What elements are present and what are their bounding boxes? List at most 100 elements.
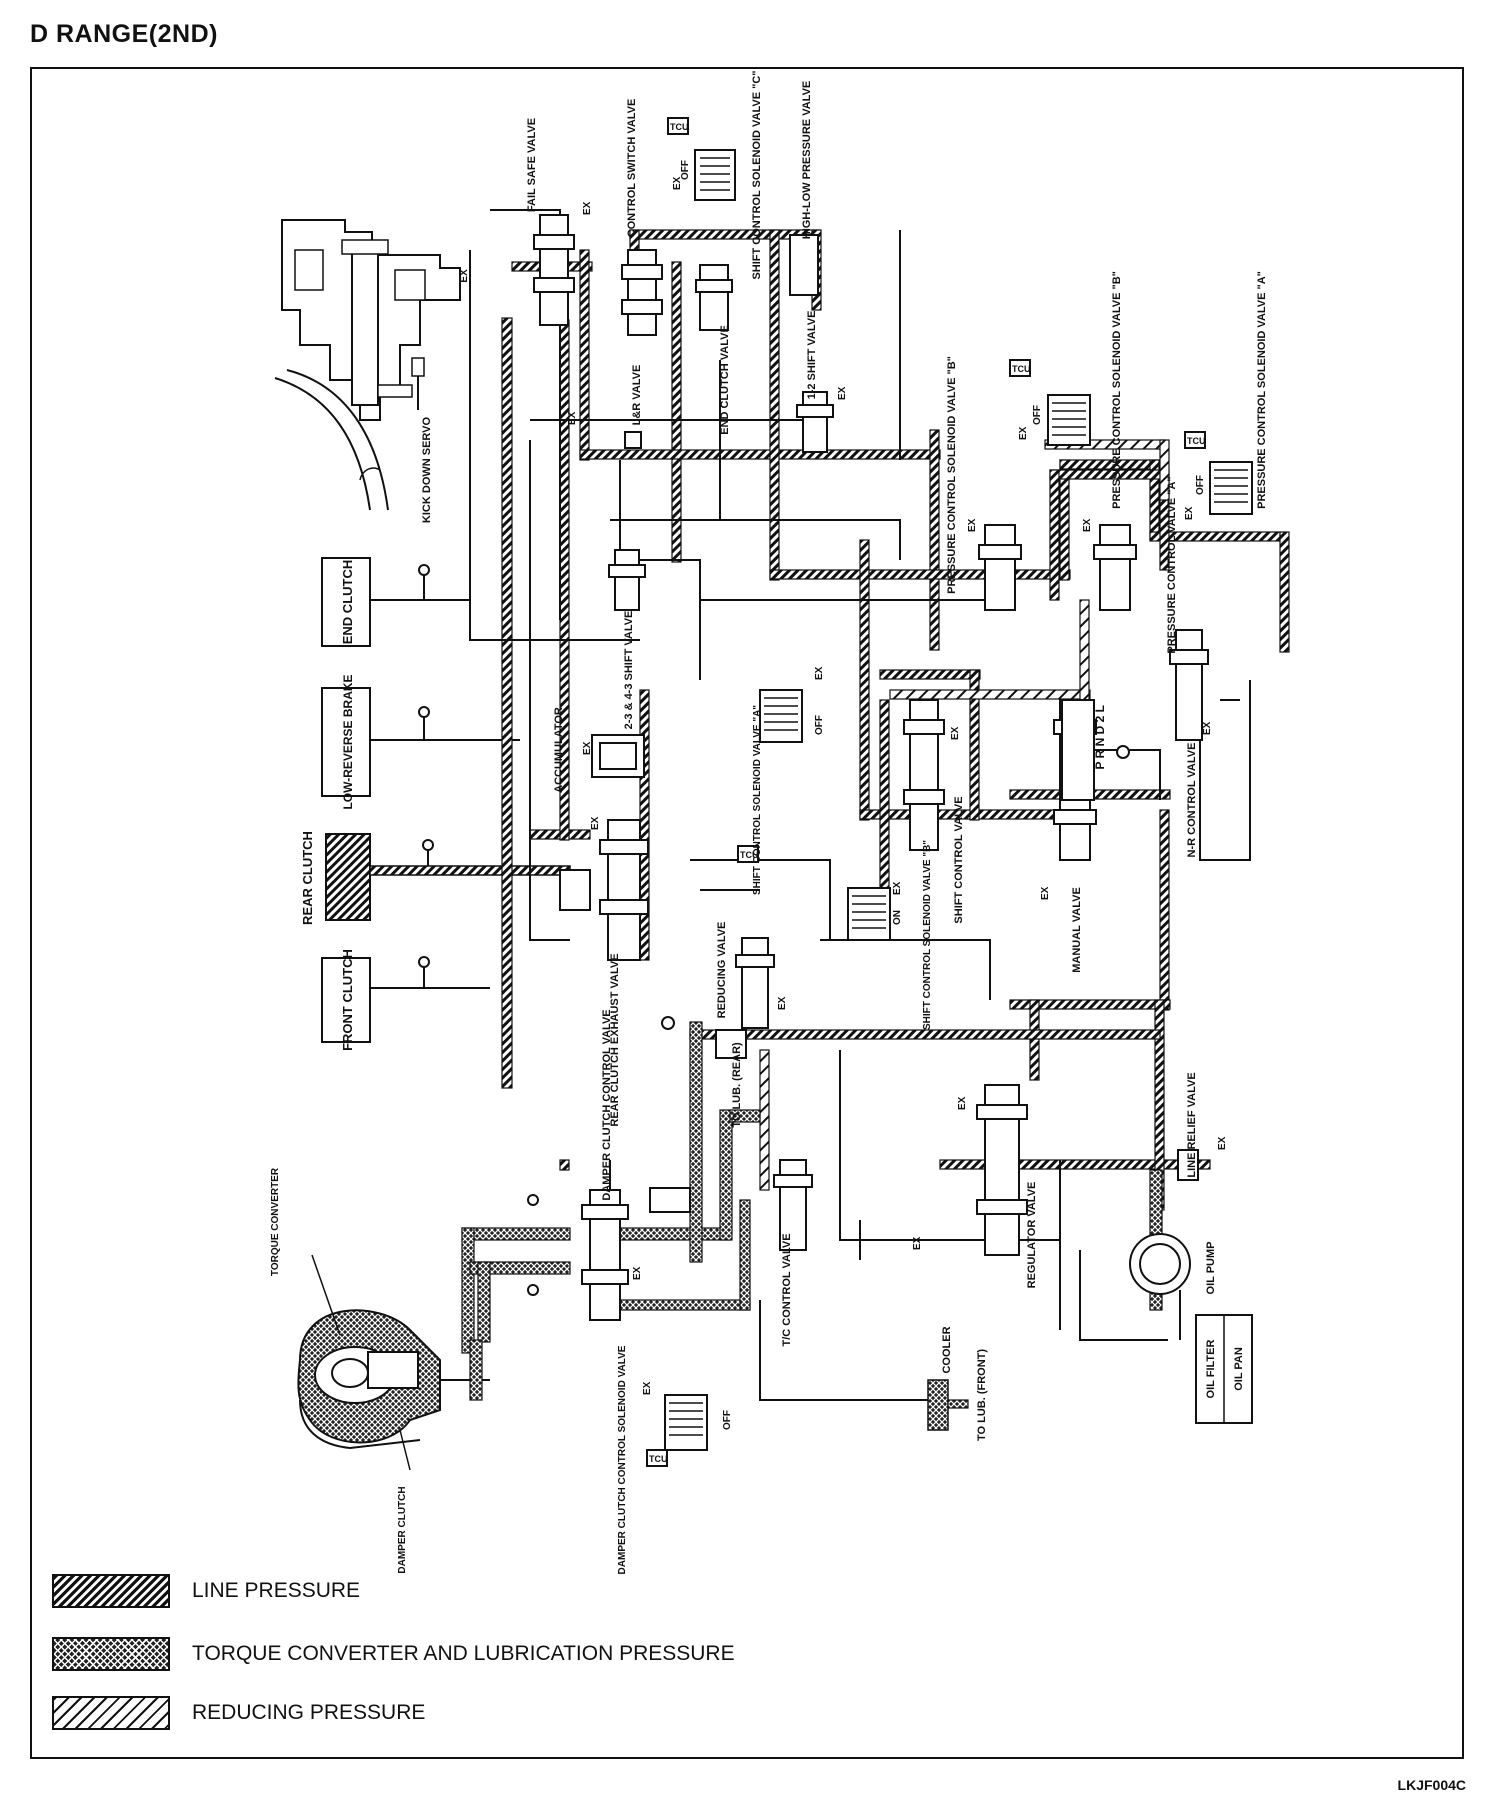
ex-tag: EX	[967, 518, 978, 532]
line-relief-valve-body	[1177, 1149, 1199, 1181]
nr-control-valve-label: N-R CONTROL VALVE	[1186, 743, 1198, 858]
kick-down-servo: KICK DOWN SERVO EX	[274, 219, 470, 523]
solenoid-pressure-a	[1184, 431, 1253, 515]
end-clutch-box: END CLUTCH	[321, 557, 470, 647]
solenoids	[646, 117, 1253, 1467]
low-reverse-brake-box: LOW-REVERSE BRAKE	[321, 674, 520, 810]
control-switch-valve-label: CONTROL SWITCH VALVE	[626, 99, 638, 238]
cooler: COOLER TO LUB. (FRONT)	[927, 1326, 988, 1441]
rear-clutch-label: REAR CLUTCH	[300, 831, 315, 925]
component-labels: FAIL SAFE VALVE CONTROL SWITCH VALVE SHI…	[526, 70, 1268, 1574]
legend-swatch-tc	[52, 1637, 170, 1671]
low-reverse-brake-label: LOW-REVERSE BRAKE	[341, 674, 355, 809]
oil-filter-label: OIL FILTER	[1205, 1340, 1217, 1399]
ex-tag: EX	[582, 741, 593, 755]
off-tag: OFF	[1032, 405, 1043, 425]
tc-lubrication-circuits	[461, 1021, 1163, 1354]
to-lub-rear-label: TO LUB. (REAR)	[731, 1042, 743, 1128]
tcu-tag: TCU	[649, 1454, 668, 1464]
pressure-control-valve-b-body	[984, 524, 1016, 611]
pressure-control-valve-b-label: PRESSURE CONTROL SOLENOID VALVE "B"	[946, 356, 958, 594]
ex-tag: EX	[814, 666, 825, 680]
ex-tag: EX	[1040, 886, 1051, 900]
pressure-control-valve-a-body	[1099, 524, 1131, 611]
shift-valve-12-label: 1-2 SHIFT VALVE	[806, 311, 818, 400]
control-switch-valve-body	[627, 249, 657, 336]
shift-valve-23-label: 2-3 & 4-3 SHIFT VALVE	[623, 611, 635, 730]
figure-code: LKJF004C	[1397, 1777, 1466, 1793]
accumulator-label: ACCUMULATOR	[553, 707, 565, 793]
prnd-indicator: P R N D 2 L	[1061, 699, 1107, 801]
oil-filter-pan: OIL FILTER OIL PAN	[1195, 1314, 1253, 1424]
shift-valve-12-body	[802, 391, 828, 453]
ex-tag: EX	[912, 1236, 923, 1250]
ex-tag: EX	[777, 996, 788, 1010]
kick-down-servo-label: KICK DOWN SERVO	[421, 416, 433, 523]
nr-control-valve-body	[1175, 629, 1203, 741]
signal-lines	[469, 209, 1251, 1401]
ex-tag: EX	[590, 816, 601, 830]
ex-tag: EX	[1018, 426, 1029, 440]
oil-pump: OIL PUMP	[1129, 1233, 1217, 1295]
lr-valve-label: L&R VALVE	[631, 365, 643, 426]
solenoid-shift-b	[847, 887, 891, 941]
pressure-solenoid-a-label: PRESSURE CONTROL SOLENOID VALVE "A"	[1256, 271, 1268, 509]
end-clutch-label: END CLUTCH	[340, 560, 355, 645]
pressure-ports	[527, 745, 1130, 1296]
valve-bodies	[533, 214, 1209, 1321]
prnd-label: P R N D 2 L	[1093, 705, 1107, 769]
front-clutch-label: FRONT CLUTCH	[340, 949, 355, 1051]
reducing-valve-label: REDUCING VALVE	[716, 922, 728, 1019]
manual-valve-label: MANUAL VALVE	[1071, 887, 1083, 973]
off-tag: OFF	[722, 1410, 733, 1430]
ex-tag: EX	[950, 726, 961, 740]
damper-solenoid-label: DAMPER CLUTCH CONTROL SOLENOID VALVE	[617, 1345, 628, 1574]
reducing-valve-body	[741, 937, 769, 1029]
tags: TCU TCU TCU TCU TCU OFF OFF OFF OFF OFF …	[567, 122, 1228, 1464]
solenoid-damper	[646, 1394, 708, 1467]
legend-swatch-line	[52, 1574, 170, 1608]
oil-pan-label: OIL PAN	[1233, 1347, 1245, 1391]
ex-tag: EX	[582, 201, 593, 215]
tcu-tag: TCU	[1187, 436, 1206, 446]
legend-line-pressure: LINE PRESSURE	[52, 1572, 360, 1610]
solenoid-shift-a	[737, 689, 803, 863]
shift-solenoid-b-label: SHIFT CONTROL SOLENOID VALVE "B"	[922, 840, 933, 1030]
legend-label: REDUCING PRESSURE	[192, 1701, 426, 1724]
ex-tag: EX	[459, 269, 470, 283]
solenoid-c	[667, 117, 736, 201]
tcu-tag: TCU	[1012, 364, 1031, 374]
high-low-valve-body	[789, 234, 819, 296]
front-clutch-box: FRONT CLUTCH	[321, 949, 490, 1051]
pressure-control-valve-a-label: PRESSURE CONTROL VALVE "A"	[1166, 476, 1178, 653]
lr-valve-body	[624, 431, 642, 449]
ex-tag: EX	[1184, 506, 1195, 520]
ex-tag: EX	[837, 386, 848, 400]
tcu-tag: TCU	[740, 850, 759, 860]
ex-tag: EX	[672, 176, 683, 190]
fail-safe-valve-body	[539, 214, 569, 326]
oil-pump-label: OIL PUMP	[1205, 1242, 1217, 1295]
regulator-valve-label: REGULATOR VALVE	[1026, 1182, 1038, 1289]
ex-tag: EX	[632, 1266, 643, 1280]
pressure-solenoid-b-label: PRESSURE CONTROL SOLENOID VALVE "B"	[1111, 271, 1123, 509]
rear-clutch-box: REAR CLUTCH	[300, 831, 571, 925]
high-low-label: HIGH-LOW PRESSURE VALVE	[801, 81, 813, 240]
fail-safe-valve-label: FAIL SAFE VALVE	[526, 118, 538, 212]
torque-converter: TORQUE CONVERTER DAMPER CLUTCH	[270, 1167, 490, 1574]
ex-tag: EX	[642, 1381, 653, 1395]
legend-label: TORQUE CONVERTER AND LUBRICATION PRESSUR…	[192, 1642, 735, 1665]
shift-valve-23-body	[614, 549, 640, 611]
solenoid-pressure-b	[1009, 359, 1091, 446]
cooler-label: COOLER	[941, 1326, 953, 1373]
legend-reducing-pressure: REDUCING PRESSURE	[52, 1694, 425, 1732]
legend-tc-lubrication: TORQUE CONVERTER AND LUBRICATION PRESSUR…	[52, 1635, 735, 1673]
to-lub-front-label: TO LUB. (FRONT)	[976, 1349, 988, 1441]
torque-converter-label: TORQUE CONVERTER	[270, 1167, 281, 1276]
rear-clutch-exhaust-valve-label: REAR CLUTCH EXHAUST VALVE	[609, 953, 621, 1126]
line-relief-valve-label: LINE RELIEF VALVE	[1186, 1072, 1198, 1177]
off-tag: OFF	[1195, 475, 1206, 495]
legend-label: LINE PRESSURE	[192, 1579, 361, 1602]
end-clutch-valve-body	[699, 264, 729, 331]
